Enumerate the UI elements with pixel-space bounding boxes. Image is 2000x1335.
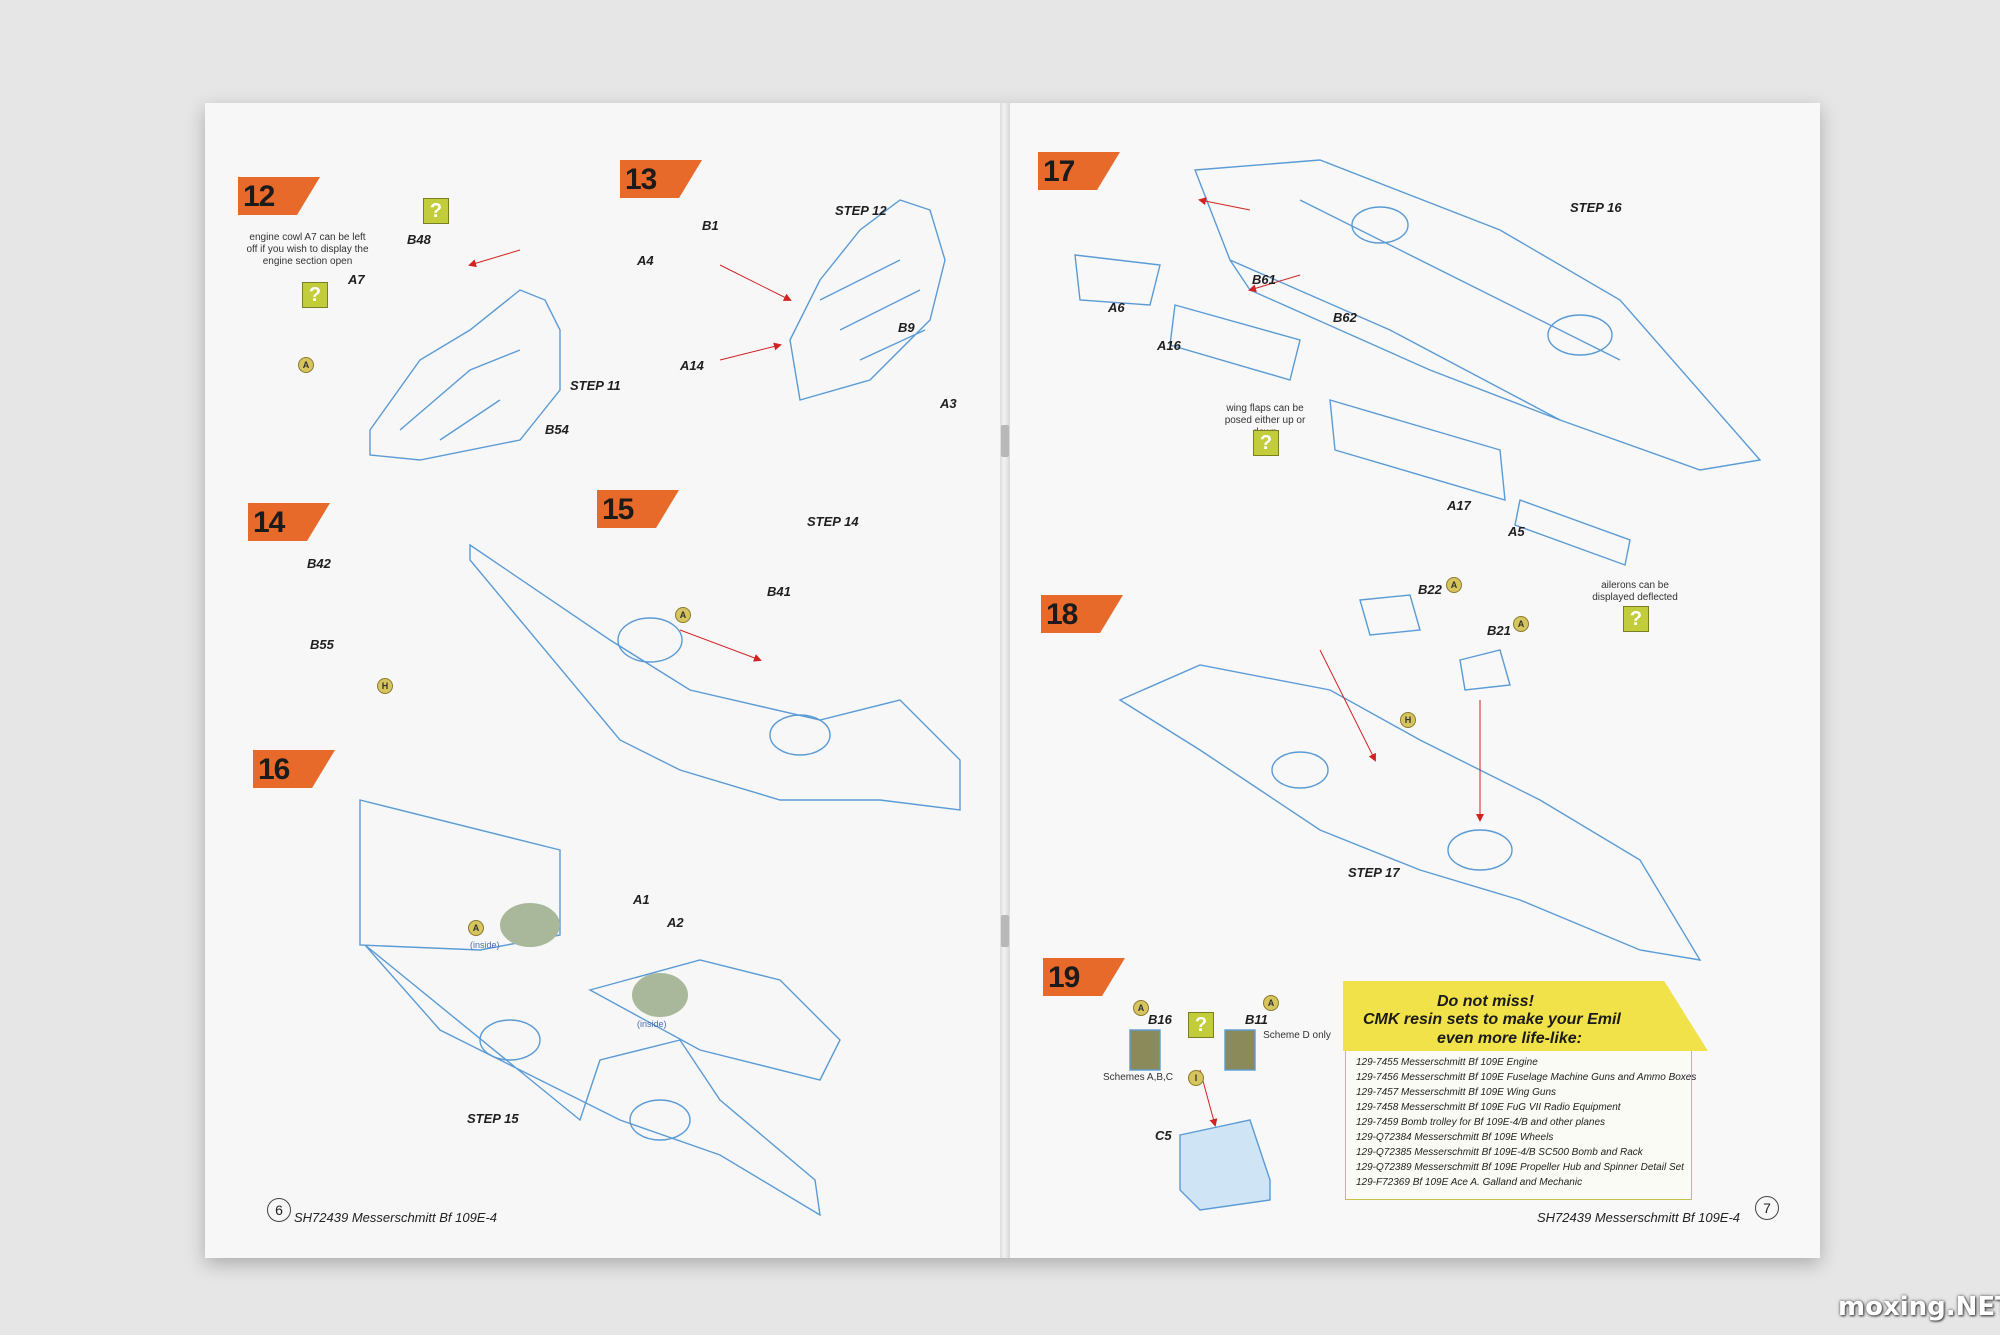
promo-line-1: Do not miss! xyxy=(1437,993,1534,1010)
step17-label-step16: STEP 16 xyxy=(1570,200,1622,215)
promo-product-list: 129-7455 Messerschmitt Bf 109E Engine 12… xyxy=(1345,1051,1696,1200)
promo-item: 129-F72369 Bf 109E Ace A. Galland and Me… xyxy=(1356,1177,1583,1188)
step13-label-step12: STEP 12 xyxy=(835,203,887,218)
promo-item: 129-Q72384 Messerschmitt Bf 109E Wheels xyxy=(1356,1132,1554,1143)
step15-label-step14: STEP 14 xyxy=(807,514,859,529)
left-page xyxy=(205,103,1002,1258)
step12-engine-note: engine cowl A7 can be left off if you wi… xyxy=(246,232,369,267)
step19-schemes-abc: Schemes A,B,C xyxy=(1102,1072,1174,1083)
watermark: moxing.NET xyxy=(1838,1292,2000,1322)
step13-label-a14: A14 xyxy=(680,358,704,373)
step19-paint-marker-i: I xyxy=(1188,1070,1204,1086)
step13-label-a3: A3 xyxy=(940,396,957,411)
step17-label-a5: A5 xyxy=(1508,524,1525,539)
step16-paint-marker: A xyxy=(468,920,484,936)
step19-label-c5: C5 xyxy=(1155,1128,1172,1143)
promo-line-2: CMK resin sets to make your Emil xyxy=(1363,1011,1621,1028)
step13-label-b9: B9 xyxy=(898,320,915,335)
step17-flaps-option-icon: ? xyxy=(1253,430,1279,456)
step12-label-step11: STEP 11 xyxy=(570,378,621,393)
step12-option-icon: ? xyxy=(423,198,449,224)
instruction-booklet xyxy=(205,103,1820,1258)
promo-item: 129-Q72389 Messerschmitt Bf 109E Propell… xyxy=(1356,1162,1684,1173)
step18-paint-marker-a2: A xyxy=(1513,616,1529,632)
promo-item: 129-7459 Bomb trolley for Bf 109E-4/B an… xyxy=(1356,1117,1606,1128)
step17-label-b62: B62 xyxy=(1333,310,1357,325)
promo-item: 129-Q72385 Messerschmitt Bf 109E-4/B SC5… xyxy=(1356,1147,1643,1158)
right-footer: SH72439 Messerschmitt Bf 109E-4 xyxy=(1537,1210,1741,1225)
step18-paint-marker-a: A xyxy=(1446,577,1462,593)
step18-badge: 18 xyxy=(1041,595,1123,633)
staple-bottom xyxy=(1001,915,1009,947)
step14-label-b55: B55 xyxy=(310,637,334,652)
step17-label-b61: B61 xyxy=(1252,272,1276,287)
step19-label-b16: B16 xyxy=(1148,1012,1172,1027)
step17-ailerons-note: ailerons can be displayed deflected xyxy=(1592,580,1678,603)
promo-item: 129-7456 Messerschmitt Bf 109E Fuselage … xyxy=(1356,1072,1697,1083)
step17-label-a6: A6 xyxy=(1108,300,1125,315)
promo-item: 129-7457 Messerschmitt Bf 109E Wing Guns xyxy=(1356,1087,1557,1098)
step16-label-step15: STEP 15 xyxy=(467,1111,519,1126)
center-fold xyxy=(1000,103,1010,1258)
step18-wing-drawing xyxy=(1118,664,1702,961)
step14-label-b42: B42 xyxy=(307,556,331,571)
step19-scheme-d: Scheme D only xyxy=(1263,1030,1331,1041)
right-page-number: 7 xyxy=(1755,1196,1779,1220)
step18-label-b22: B22 xyxy=(1418,582,1442,597)
promo-line-3: even more life-like: xyxy=(1437,1030,1582,1047)
step19-label-b11: B11 xyxy=(1245,1012,1268,1027)
step17-label-a17: A17 xyxy=(1447,498,1471,513)
step16-inside-note-2: (inside) xyxy=(637,1019,667,1029)
step15-label-b41: B41 xyxy=(767,584,791,599)
promo-item: 129-7458 Messerschmitt Bf 109E FuG VII R… xyxy=(1356,1102,1621,1113)
step18-label-b21: B21 xyxy=(1487,623,1511,638)
step13-label-a4: A4 xyxy=(637,253,654,268)
staple-top xyxy=(1001,425,1009,457)
step12-label-b48: B48 xyxy=(407,232,431,247)
step19-paint-marker-a2: A xyxy=(1263,995,1279,1011)
step17-ailerons-option-icon: ? xyxy=(1623,606,1649,632)
step13-badge: 13 xyxy=(620,160,702,198)
step15-paint-marker: A xyxy=(675,607,691,623)
step18-paint-marker-h: H xyxy=(1400,712,1416,728)
step14-paint-marker: H xyxy=(377,678,393,694)
step19-option-icon: ? xyxy=(1188,1012,1214,1038)
step19-badge: 19 xyxy=(1043,958,1125,996)
promo-item: 129-7455 Messerschmitt Bf 109E Engine xyxy=(1356,1057,1538,1068)
step19-seat-box xyxy=(1179,1119,1271,1211)
step14-badge: 14 xyxy=(248,503,330,541)
step16-label-a1: A1 xyxy=(633,892,650,907)
left-page-number: 6 xyxy=(267,1198,291,1222)
step15-wing-drawing xyxy=(469,543,961,811)
step13-tail-drawing xyxy=(789,199,946,401)
step18-label-step17: STEP 17 xyxy=(1348,865,1400,880)
step12-label-a7: A7 xyxy=(348,272,365,287)
step12-fuselage-drawing xyxy=(369,289,561,461)
step12-paint-marker: A xyxy=(298,357,314,373)
step16-label-a2: A2 xyxy=(667,915,684,930)
step12-label-b54: B54 xyxy=(545,422,569,437)
step12-option-icon-2: ? xyxy=(302,282,328,308)
step13-label-b1: B1 xyxy=(702,218,719,233)
left-footer: SH72439 Messerschmitt Bf 109E-4 xyxy=(294,1210,498,1225)
step19-paint-marker-a: A xyxy=(1133,1000,1149,1016)
step17-wing-drawing xyxy=(1194,159,1762,471)
step16-inside-note: (inside) xyxy=(470,940,500,950)
step17-label-a16: A16 xyxy=(1157,338,1181,353)
promo-banner xyxy=(1343,981,1708,1051)
